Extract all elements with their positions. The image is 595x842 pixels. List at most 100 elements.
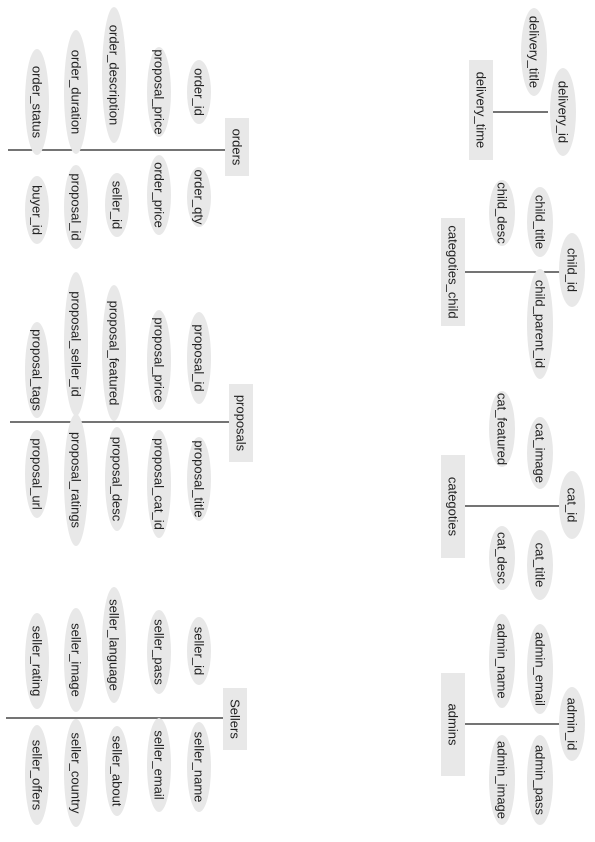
entity-name: orders — [230, 129, 245, 166]
attribute-label: seller_pass — [152, 619, 167, 685]
attribute-label: cat_desc — [495, 532, 510, 585]
attribute-ellipse — [489, 526, 515, 590]
entity-sellers: Sellersseller_idseller_passseller_langua… — [6, 587, 247, 827]
attribute-label: order_duration — [69, 50, 84, 135]
attribute-label: cat_image — [533, 423, 548, 483]
attribute-label: admin_name — [495, 623, 510, 698]
attribute-label: seller_about — [110, 736, 125, 807]
attribute-label: proposal_id — [69, 173, 84, 240]
attribute-ellipse — [187, 312, 211, 404]
attribute-label: seller_image — [69, 623, 84, 697]
attribute-label: proposal_url — [30, 438, 45, 510]
attribute-ellipse — [25, 613, 49, 709]
attribute-label: cat_id — [565, 488, 580, 523]
attribute-label: proposal_id — [192, 324, 207, 391]
attribute-label: proposal_price — [152, 49, 167, 134]
entity-name: admins — [446, 704, 461, 746]
attribute-label: proposal_tags — [30, 329, 45, 411]
attribute-label: proposal_ratings — [69, 432, 84, 529]
attribute-ellipse — [64, 608, 88, 712]
attribute-ellipse — [489, 614, 515, 708]
attribute-label: admin_pass — [533, 745, 548, 816]
entity-name: categoties_child — [446, 225, 461, 318]
attribute-ellipse — [102, 587, 126, 703]
attribute-ellipse — [527, 530, 553, 600]
attribute-ellipse — [64, 272, 88, 416]
attribute-label: admin_image — [495, 741, 510, 819]
entity-name: categoties — [446, 477, 461, 537]
attribute-label: delivery_id — [556, 81, 571, 143]
attribute-ellipse — [147, 155, 171, 235]
attribute-label: order_price — [152, 162, 167, 228]
attribute-ellipse — [527, 187, 553, 257]
attribute-ellipse — [25, 430, 49, 518]
attribute-ellipse — [559, 233, 585, 307]
attribute-ellipse — [105, 173, 129, 237]
entity-box — [441, 218, 465, 326]
attribute-label: admin_id — [565, 698, 580, 751]
entity-box — [441, 455, 465, 558]
attribute-label: child_parent_id — [533, 280, 548, 368]
attribute-ellipse — [489, 180, 515, 246]
attribute-label: admin_email — [533, 632, 548, 706]
entity-categoties: categoties cat_featured cat_image cat_idcat… — [441, 391, 585, 600]
attribute-label: child_id — [565, 248, 580, 292]
entity-proposals: proposalsproposal_idproposal_pricepropos… — [10, 272, 253, 546]
attribute-ellipse — [550, 68, 576, 156]
entity-name: Sellers — [228, 699, 243, 739]
attribute-label: order_description — [107, 25, 122, 125]
attribute-ellipse — [527, 735, 553, 825]
attribute-ellipse — [25, 725, 49, 825]
entity-box — [229, 384, 253, 462]
entity-box — [441, 673, 465, 776]
attribute-ellipse — [147, 718, 171, 812]
entity-admins: admins admin_name admin_email admin_idadmin… — [441, 614, 585, 825]
attribute-label: proposal_price — [152, 317, 167, 402]
attribute-ellipse — [102, 285, 126, 421]
attribute-label: delivery_title — [527, 16, 542, 88]
entity-name: delivery_time — [474, 72, 489, 149]
attribute-ellipse — [187, 167, 211, 227]
attribute-label: seller_country — [69, 733, 84, 814]
attribute-label: proposal_title — [192, 440, 207, 517]
attribute-ellipse — [521, 8, 547, 96]
entity-box — [223, 688, 247, 750]
attribute-label: order_id — [192, 68, 207, 116]
attribute-ellipse — [102, 7, 126, 143]
attribute-label: cat_title — [533, 543, 548, 588]
attribute-ellipse — [527, 417, 553, 489]
attribute-ellipse — [64, 30, 88, 154]
attribute-ellipse — [527, 624, 553, 714]
entity-box — [469, 60, 493, 160]
attribute-ellipse — [559, 687, 585, 761]
attribute-label: cat_featured — [495, 393, 510, 465]
attribute-ellipse — [489, 735, 515, 825]
attribute-label: seller_id — [110, 181, 125, 229]
attribute-label: seller_offers — [30, 740, 45, 811]
attribute-ellipse — [147, 430, 171, 538]
attribute-ellipse — [527, 269, 553, 379]
attribute-ellipse — [147, 310, 171, 410]
attribute-label: seller_rating — [30, 626, 45, 697]
attribute-ellipse — [64, 165, 88, 249]
attribute-label: seller_email — [152, 730, 167, 799]
attribute-label: seller_id — [192, 627, 207, 675]
attribute-ellipse — [187, 437, 211, 521]
attribute-ellipse — [25, 49, 49, 155]
attribute-ellipse — [559, 471, 585, 539]
attribute-ellipse — [105, 427, 129, 531]
attribute-ellipse — [187, 722, 211, 812]
attribute-label: proposal_desc — [110, 437, 125, 522]
attribute-ellipse — [187, 617, 211, 685]
entity-delivery-time: delivery_time delivery_title delivery_id — [469, 8, 576, 160]
attribute-label: proposal_featured — [107, 301, 122, 406]
attribute-ellipse — [147, 47, 171, 137]
entity-box — [225, 118, 249, 176]
attribute-ellipse — [187, 60, 211, 124]
attribute-ellipse — [489, 391, 515, 467]
attribute-ellipse — [25, 322, 49, 418]
attribute-ellipse — [25, 176, 49, 244]
attribute-ellipse — [105, 726, 129, 816]
